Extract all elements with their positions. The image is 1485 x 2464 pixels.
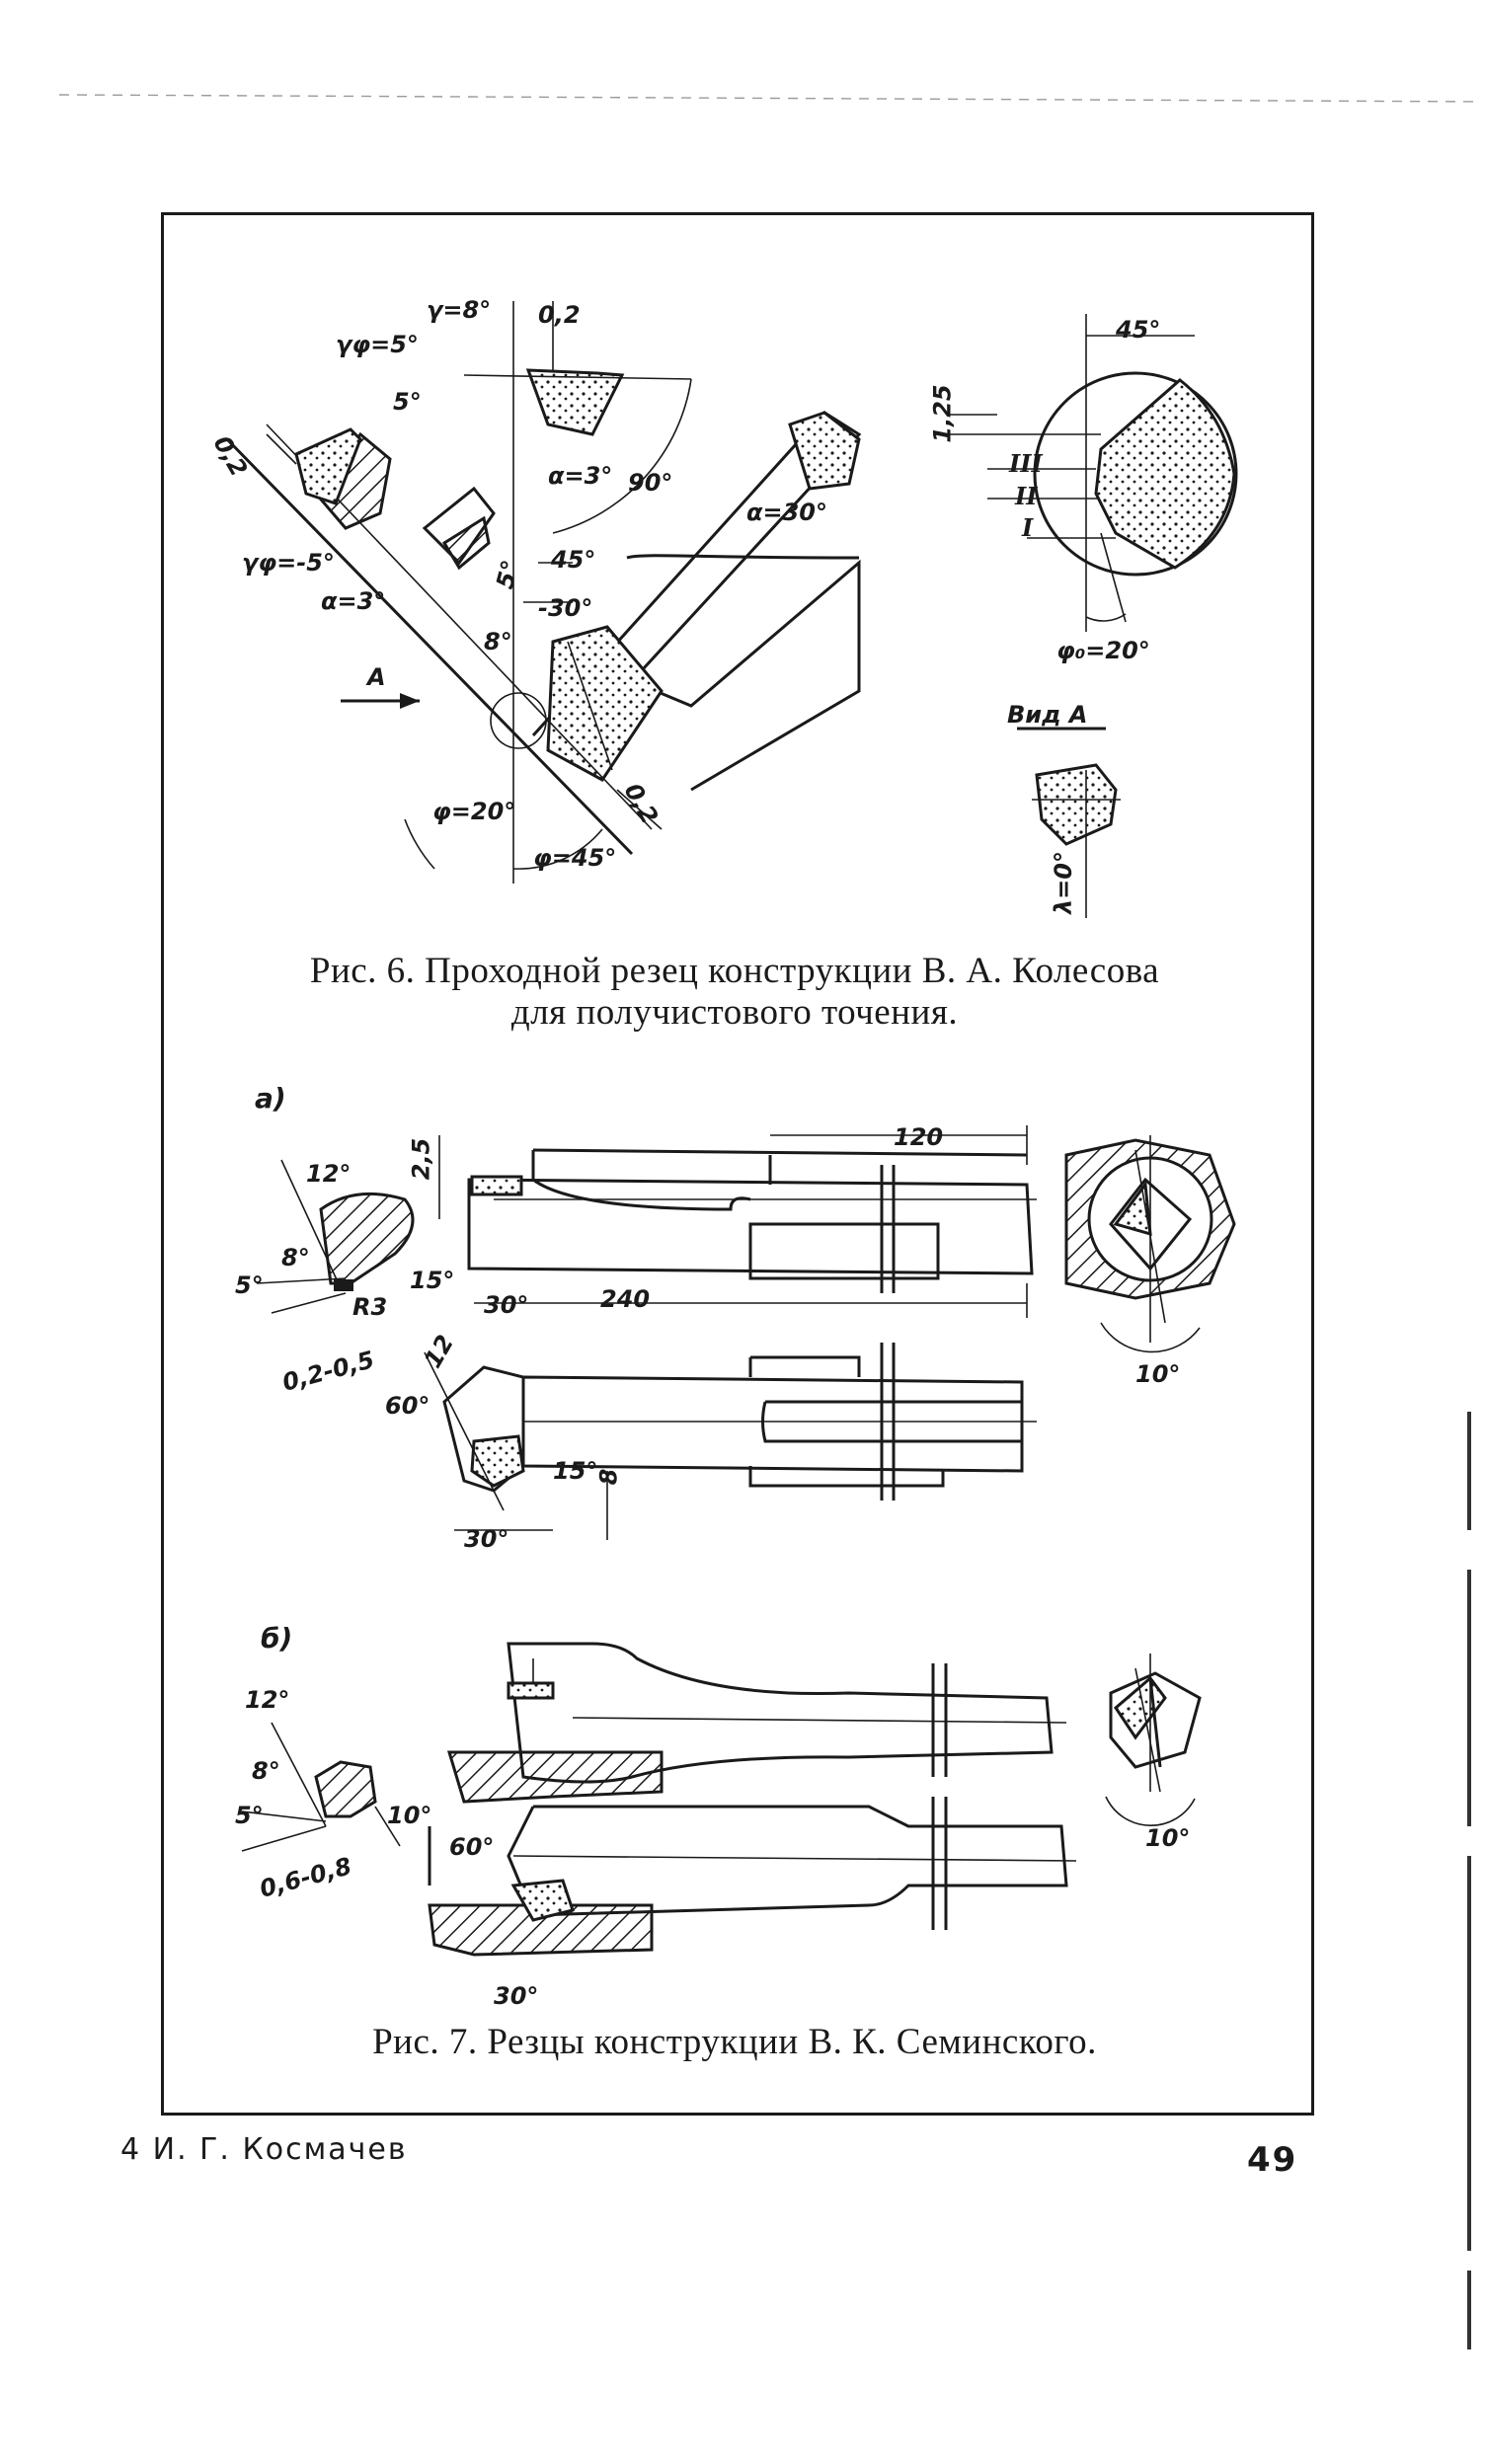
label-gamma-phi-m5: γφ=-5° <box>242 549 335 577</box>
label-alpha3-left: α=3° <box>321 587 386 615</box>
footer-signature: 4 И. Г. Космачев <box>120 2132 408 2167</box>
label-7a-deg5: 5° <box>235 1271 264 1299</box>
label-7a-dim120: 120 <box>894 1123 944 1151</box>
label-gamma-phi5: γφ=5° <box>336 331 419 358</box>
label-deg45-right: 45° <box>1116 316 1161 344</box>
label-deg90: 90° <box>628 469 673 497</box>
label-deg45-mid: 45° <box>551 546 596 574</box>
label-gamma8: γ=8° <box>427 296 492 324</box>
fig6-caption-line1: Рис. 6. Проходной резец конструкции В. А… <box>309 951 1160 991</box>
label-phi0-20: φ₀=20° <box>1056 637 1150 664</box>
label-roman3: III <box>1009 449 1043 478</box>
label-roman1: I <box>1022 513 1034 542</box>
label-dim02-top: 0,2 <box>538 301 581 329</box>
label-arrow-a: A <box>367 663 386 691</box>
label-alpha3-mid: α=3° <box>548 462 613 490</box>
label-deg-m30: -30° <box>538 594 593 622</box>
label-7a-deg30-top: 30° <box>484 1291 529 1319</box>
label-deg5: 5° <box>393 388 422 416</box>
label-deg8: 8° <box>484 628 512 655</box>
fig7-caption: Рис. 7. Резцы конструкции В. К. Семинско… <box>372 2022 1097 2062</box>
label-7a-deg15-low: 15° <box>553 1457 598 1485</box>
label-vid-a: Вид A <box>1007 701 1088 729</box>
label-7b-deg10-left: 10° <box>387 1802 432 1829</box>
figure-frame <box>161 212 1314 2116</box>
label-7a-r3: R3 <box>352 1293 388 1321</box>
label-7b-deg5: 5° <box>235 1802 264 1829</box>
label-roman2: II <box>1015 482 1038 510</box>
label-7b-deg12: 12° <box>245 1686 290 1714</box>
label-7a-deg10: 10° <box>1135 1360 1181 1388</box>
label-7b-deg30: 30° <box>494 1982 539 2010</box>
label-7a-dim240: 240 <box>600 1285 651 1313</box>
label-7a-deg60: 60° <box>385 1392 430 1420</box>
fig6-caption-line2: для получистового точения. <box>510 992 959 1033</box>
label-7a-deg8: 8° <box>281 1244 310 1271</box>
label-phi20: φ=20° <box>432 798 516 825</box>
label-7b-deg10-right: 10° <box>1145 1824 1191 1852</box>
label-alpha30: α=30° <box>746 499 827 526</box>
fig7-sub-a: а) <box>255 1082 286 1115</box>
label-7a-deg15: 15° <box>410 1267 455 1294</box>
label-7b-deg60: 60° <box>449 1833 495 1861</box>
label-7a-deg30-bottom: 30° <box>464 1525 509 1553</box>
label-7b-deg8: 8° <box>252 1757 280 1785</box>
fig7-sub-b: б) <box>261 1622 293 1655</box>
page-number: 49 <box>1247 2140 1298 2180</box>
label-7a-deg12: 12° <box>306 1160 352 1188</box>
label-phi45: φ=45° <box>533 844 617 872</box>
